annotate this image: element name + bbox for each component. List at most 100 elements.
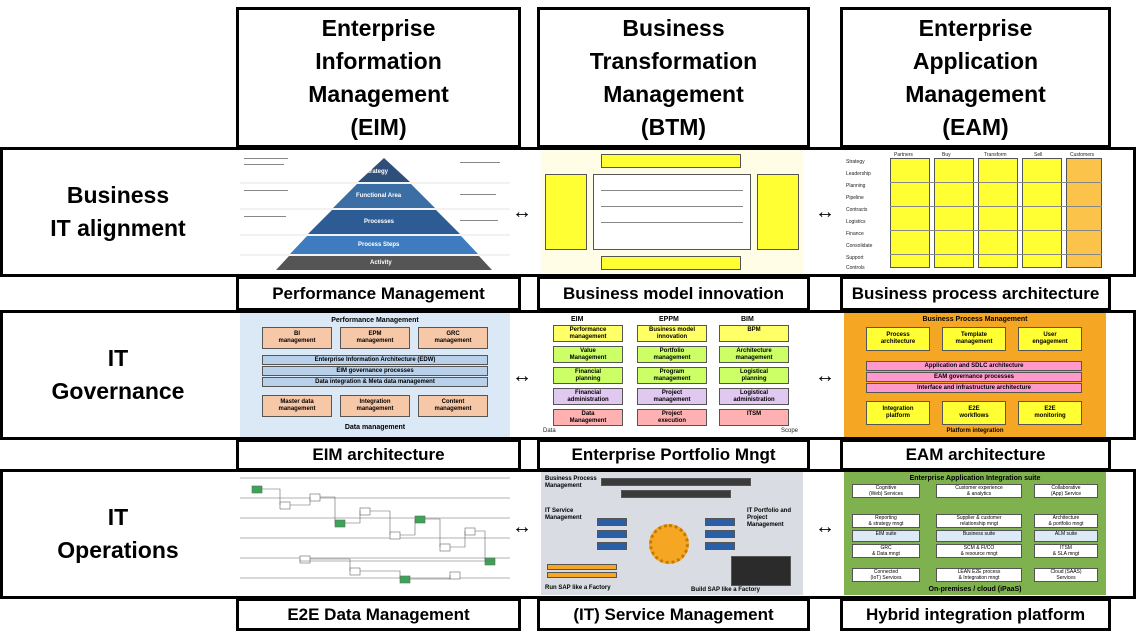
eam-box: E2E monitoring [1018,401,1082,425]
process-flow-diagram [240,477,510,584]
row-band-it-governance [0,310,1136,440]
column-header-eam: Enterprise Application Management (EAM) [840,7,1111,148]
column-header-eim: Enterprise Information Management (EIM) [236,7,521,148]
hybrid-box: Cloud (SAAS) Services [1034,568,1098,582]
process-step [449,571,461,580]
epm-box-label: Logistical administration [733,390,775,403]
epm-box: Project execution [637,409,707,426]
epm-box-label: Business model innovation [648,327,695,340]
double-arrow-icon: ↔ [815,365,835,387]
grid-col-header: Sell [1034,152,1043,158]
caption-enterprise-portfolio-mngt: Enterprise Portfolio Mngt [537,439,810,471]
flow-connector [360,570,401,579]
hybrid-box: Collaborative (App) Service [1034,484,1098,498]
hybrid-box: Connected (IoT) Services [852,568,920,582]
caption-eam-architecture: EAM architecture [840,439,1111,471]
caption-e2e-data-management: E2E Data Management [236,598,521,631]
eim-base-label: Data management [344,424,406,431]
flow-connector [320,496,336,523]
hybrid-box-label: Collaborative (App) Service [1050,485,1082,497]
grid-row-label: Contracts [846,207,868,213]
hybrid-base: On-premises / cloud (iPaaS) [928,586,1022,593]
eam-box-label: E2E monitoring [1034,406,1066,419]
connector-line [601,206,743,207]
caption-text: (IT) Service Management [573,604,774,624]
eim-band-label: Enterprise Information Architecture (EDW… [314,357,436,363]
epm-axis-label: Data [543,428,556,434]
grid-row-label: Finance [846,231,864,237]
epm-box: BPM [719,325,789,342]
itsm-bar [621,490,731,498]
eam-base-label: Platform integration [946,428,1004,434]
pyramid-level-label: Activity [370,260,392,266]
eam-box: Process architecture [866,327,930,351]
hybrid-box: GRC & Data mngt [852,544,920,558]
itsm-box [705,542,735,550]
eam-box-label: Process architecture [880,332,916,345]
pyramid-level-label: Functional Area [356,193,402,199]
caption-hybrid-integration-platform: Hybrid integration platform [840,598,1111,631]
itsm-box [731,556,791,586]
text-placeholder [460,194,496,195]
yellow-box [978,158,1018,268]
itsm-foot-left: Run SAP like a Factory [545,585,611,591]
epm-box: Financial planning [553,367,623,384]
epm-box: Financial administration [553,388,623,405]
eim-box: Content management [418,395,488,417]
epm-box-label: Architecture management [735,348,773,361]
eam-band: EAM governance processes [866,372,1082,382]
eim-box-label: Master data management [278,399,316,412]
caption-text: EIM architecture [312,445,445,464]
flow-connector [299,559,495,562]
epm-box: Business model innovation [637,325,707,342]
eim-box: Master data management [262,395,332,417]
double-arrow-icon: ↔ [512,516,532,538]
yellow-box [890,158,930,268]
caption-text: EAM architecture [905,445,1046,464]
double-arrow-icon: ↔ [815,516,835,538]
itsm-left-label: IT Service Management [545,508,582,521]
grid-row-label: Leadership [846,171,871,177]
epm-head: EPPM [659,316,679,323]
eam-band: Application and SDLC architecture [866,361,1082,371]
itsm-bar [601,478,751,486]
text-placeholder [244,216,286,217]
process-step [484,557,496,566]
itsm-box [705,518,735,526]
eim-box: BI management [262,327,332,349]
hybrid-box: Cognitive (Web) Services [852,484,920,498]
flow-connector [425,518,441,547]
text-placeholder [244,190,288,191]
eim-box: EPM management [340,327,410,349]
hybrid-integration-thumbnail: Enterprise Application Integration suite… [844,472,1106,595]
eim-architecture-thumbnail: Performance Management BI management EPM… [240,313,510,437]
itsm-right-label: IT Portfolio and Project Management [747,508,791,528]
epm-box-label: BPM [747,327,761,333]
eam-band: Interface and infrastructure architectur… [866,383,1082,393]
hybrid-box-label: SCM & FI/CO & resource mngt [960,545,998,557]
process-step [309,493,321,502]
epm-box-label: Financial administration [567,390,609,403]
caption-eim-architecture: EIM architecture [236,439,521,471]
hybrid-box-label: GRC & Data mngt [872,545,900,557]
column-title-btm: Business Transformation Management (BTM) [589,14,758,140]
flow-connector [370,510,391,535]
grid-row-label: Support [846,255,864,261]
flow-connector [450,531,466,548]
hybrid-box: Business suite [936,530,1022,542]
hybrid-box: SCM & FI/CO & resource mngt [936,544,1022,558]
eim-band-label: EIM governance processes [336,368,414,374]
eim-band-label: Data integration & Meta data management [315,379,435,385]
eam-box-label: User engagement [1032,332,1068,345]
itsm-box [597,518,627,526]
eam-band-label: EAM governance processes [933,374,1015,380]
caption-performance-management: Performance Management [236,276,521,311]
eim-top-label: Performance Management [331,317,419,324]
flow-connector [310,558,351,571]
column-title-eam: Enterprise Application Management (EAM) [905,14,1046,140]
flow-connector [475,530,486,561]
grid-col-header: Buy [942,152,951,158]
grid-row-label: Consolidate [846,243,873,249]
grid-line [890,206,1102,207]
caption-text: Business model innovation [562,283,785,303]
